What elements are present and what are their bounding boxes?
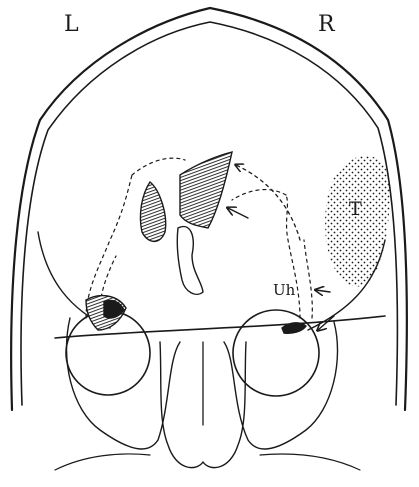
face-outline-right <box>224 322 338 449</box>
chin-line-right <box>260 454 360 470</box>
light-shape-middle <box>177 227 203 295</box>
tumor-region <box>325 156 390 287</box>
face-outline-left <box>67 318 180 449</box>
label-left: L <box>64 14 79 36</box>
hatched-shape-large <box>180 152 232 228</box>
label-right: R <box>318 14 335 36</box>
label-uh: Uh <box>273 283 295 298</box>
hatched-shape-left <box>140 182 165 241</box>
ventricle-outline-right <box>286 195 312 318</box>
arrow-middle <box>228 208 248 218</box>
arrow-uh <box>316 290 330 292</box>
chin-line-left <box>55 454 150 470</box>
arrow-upper <box>236 165 300 240</box>
label-tumor: T <box>349 200 362 219</box>
